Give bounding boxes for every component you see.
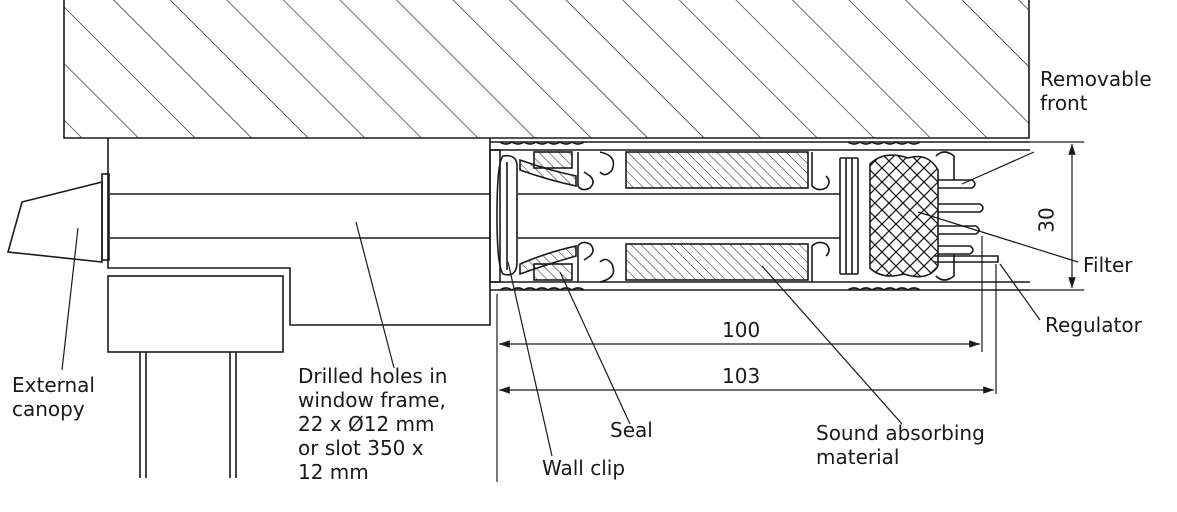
regulator-label: Regulator bbox=[1045, 313, 1142, 337]
dimension-30: 30 bbox=[1034, 207, 1059, 233]
filter-part bbox=[869, 154, 939, 278]
ventilator-housing bbox=[489, 141, 1030, 291]
seal-label: Seal bbox=[610, 418, 653, 442]
removable-front-label: Removable front bbox=[1040, 67, 1152, 115]
wall-clip-label: Wall clip bbox=[542, 456, 626, 480]
removable-front-part bbox=[935, 151, 984, 281]
profile-hooks bbox=[577, 151, 830, 283]
seal-part bbox=[519, 151, 577, 281]
dimension-100: 100 bbox=[722, 318, 761, 342]
drilled-holes-label: Drilled holes in window frame, 22 x Ø12 … bbox=[298, 364, 448, 484]
window-frame bbox=[107, 138, 491, 326]
wall-clip-part bbox=[496, 154, 518, 276]
sound-absorbing-label: Sound absorbing material bbox=[816, 421, 985, 469]
external-canopy bbox=[6, 173, 110, 263]
wall bbox=[63, 0, 1030, 139]
regulator-plates bbox=[839, 157, 859, 275]
filter-label: Filter bbox=[1083, 253, 1133, 277]
sound-absorbing-blocks bbox=[625, 151, 809, 281]
lower-frame bbox=[107, 275, 284, 478]
regulator-slider bbox=[934, 255, 999, 263]
dimension-103: 103 bbox=[722, 364, 761, 388]
external-canopy-label: External canopy bbox=[12, 373, 95, 421]
dimension-lines bbox=[496, 141, 1084, 482]
leader-lines bbox=[61, 151, 1079, 457]
